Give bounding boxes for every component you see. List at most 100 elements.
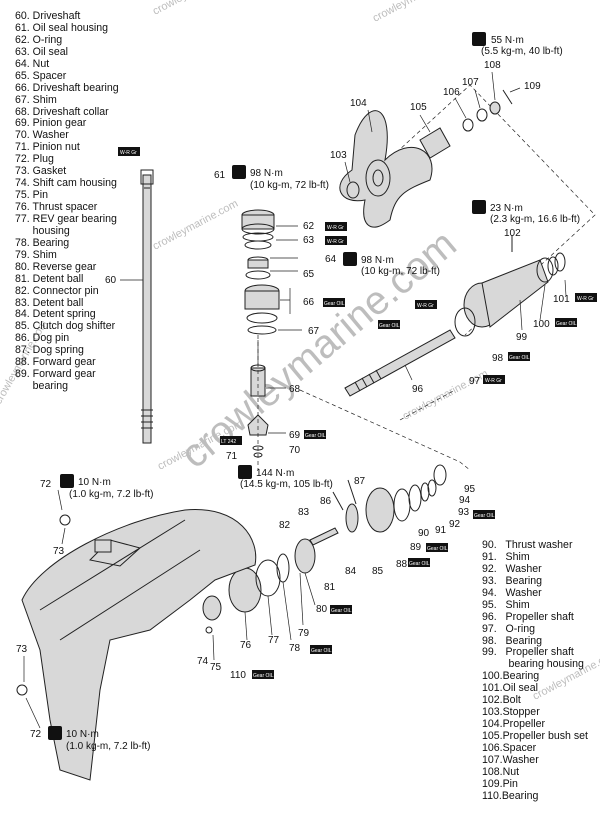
legend-entry: 88. Forward gear	[15, 356, 96, 369]
legend-entry: 104.Propeller	[482, 718, 546, 731]
svg-text:LT 242: LT 242	[221, 439, 236, 445]
callout-79: 79	[298, 628, 310, 639]
legend-entry: 66. Driveshaft bearing	[15, 81, 119, 94]
legend-entry: 95. Shim	[482, 598, 530, 611]
propeller-shaft	[344, 329, 456, 397]
callout-90: 90	[418, 528, 430, 539]
legend-entry: 76. Thrust spacer	[15, 201, 98, 213]
legend-entry: 103.Stopper	[482, 706, 540, 719]
legend-entry: 69. Pinion gear	[15, 117, 87, 130]
callout-83: 83	[298, 507, 310, 518]
legend-entry: 70. Washer	[15, 129, 69, 142]
svg-text:Gear OIL: Gear OIL	[305, 433, 326, 439]
svg-text:Gear OIL: Gear OIL	[253, 673, 274, 679]
callout-61: 61	[214, 170, 226, 181]
legend-entry: 102.Bolt	[482, 694, 521, 707]
legend-entry: 85. Clutch dog shifter	[15, 320, 116, 333]
callout-89: 89	[410, 542, 422, 553]
legend-entry: 78. Bearing	[15, 236, 70, 249]
svg-text:W-R Gr: W-R Gr	[327, 225, 344, 231]
lubricant-tags: W-R Gr W-R Gr W-R Gr Gear OIL W-R Gr Gea…	[118, 147, 597, 679]
legend-entry: 72. Plug	[15, 153, 54, 166]
legend-entry: 67. Shim	[15, 93, 57, 106]
svg-text:Gear OIL: Gear OIL	[427, 546, 448, 552]
callout-94: 94	[459, 495, 471, 506]
legend-entry: 84. Detent spring	[15, 308, 96, 321]
legend-entry: 92. Washer	[482, 562, 542, 575]
callout-81: 81	[324, 582, 336, 593]
callout-99: 99	[516, 332, 528, 343]
torque-value: 10 N·m	[78, 477, 111, 488]
torque-value: 144 N·m	[256, 468, 294, 479]
torque-detail: (1.0 kg-m, 7.2 lb-ft)	[69, 489, 153, 500]
svg-text:W-R Gr: W-R Gr	[417, 303, 434, 309]
callout-86: 86	[320, 496, 332, 507]
callout-91: 91	[435, 525, 447, 536]
legend-entry: 99. Propeller shaft	[482, 646, 574, 659]
callout-85: 85	[372, 566, 384, 577]
callout-104: 104	[350, 98, 367, 109]
legend-entry: 109.Pin	[482, 777, 518, 790]
svg-text:Gear OIL: Gear OIL	[331, 608, 352, 614]
watermark-small-3: crowleymarine.com	[151, 198, 240, 253]
legend-entry: 90. Thrust washer	[482, 539, 573, 551]
svg-text:W-R Gr: W-R Gr	[485, 378, 502, 384]
torque-wrench-icon	[472, 200, 486, 214]
legend-entry: bearing	[15, 380, 68, 393]
callout-92: 92	[449, 519, 461, 530]
legend-entry: 94. Washer	[482, 586, 542, 599]
legend-entry: 96. Propeller shaft	[482, 610, 574, 623]
callout-110: 110	[230, 670, 246, 681]
svg-text:Gear OIL: Gear OIL	[509, 355, 530, 361]
legend-entry: 97. O-ring	[482, 622, 535, 635]
legend-entry: 68. Driveshaft collar	[15, 105, 109, 118]
torque-value: 98 N·m	[250, 168, 283, 179]
legend-entry: 81. Detent ball	[15, 272, 84, 285]
callout-98: 98	[492, 353, 504, 364]
legend-entry: 110.Bearing	[482, 789, 539, 802]
callout-97: 97	[469, 376, 481, 387]
callout-66: 66	[303, 297, 315, 308]
torque-detail: (2.3 kg-m, 16.6 lb-ft)	[490, 214, 580, 225]
callout-96: 96	[412, 384, 424, 395]
svg-text:Gear OIL: Gear OIL	[324, 301, 345, 307]
callout-65: 65	[303, 269, 315, 280]
legend-entry: 107.Washer	[482, 753, 539, 766]
callout-78: 78	[289, 643, 301, 654]
callout-87: 87	[354, 476, 366, 487]
torque-wrench-icon	[232, 165, 246, 179]
callout-72-bottom: 72	[30, 729, 42, 740]
legend-entry: 91. Shim	[482, 550, 530, 563]
callout-100: 100	[533, 319, 550, 330]
torque-detail: (10 kg-m, 72 lb-ft)	[361, 266, 440, 277]
callout-88: 88	[396, 559, 408, 570]
propeller	[339, 71, 521, 228]
callout-107: 107	[462, 77, 479, 88]
callout-60: 60	[105, 275, 117, 286]
legend-entry: 106.Spacer	[482, 741, 537, 754]
propeller-shaft-housing	[454, 235, 567, 337]
callout-67: 67	[308, 326, 320, 337]
legend-entry: 62. O-ring	[15, 33, 63, 46]
driveshaft	[120, 169, 154, 444]
callout-105: 105	[410, 102, 427, 113]
callout-106: 106	[443, 87, 460, 98]
legend-entry: 73. Gasket	[15, 165, 67, 178]
watermark-small-1: crowleymarine.com	[151, 0, 240, 18]
legend-entry: 61. Oil seal housing	[15, 21, 109, 34]
torque-wrench-icon	[472, 32, 486, 46]
callout-63: 63	[303, 235, 315, 246]
torque-value: 98 N·m	[361, 255, 394, 266]
callout-95: 95	[464, 484, 476, 495]
legend-entry: 100.Bearing	[482, 670, 540, 683]
callout-72-top: 72	[40, 479, 52, 490]
alignment-lines	[257, 84, 596, 471]
driveshaft-seal-stack	[241, 209, 302, 458]
callout-73-top: 73	[53, 546, 65, 557]
legend-entry: 74. Shift cam housing	[15, 177, 117, 190]
callout-102: 102	[504, 228, 521, 239]
callout-84: 84	[345, 566, 357, 577]
callout-103: 103	[330, 150, 347, 161]
torque-wrench-icon	[60, 474, 74, 488]
